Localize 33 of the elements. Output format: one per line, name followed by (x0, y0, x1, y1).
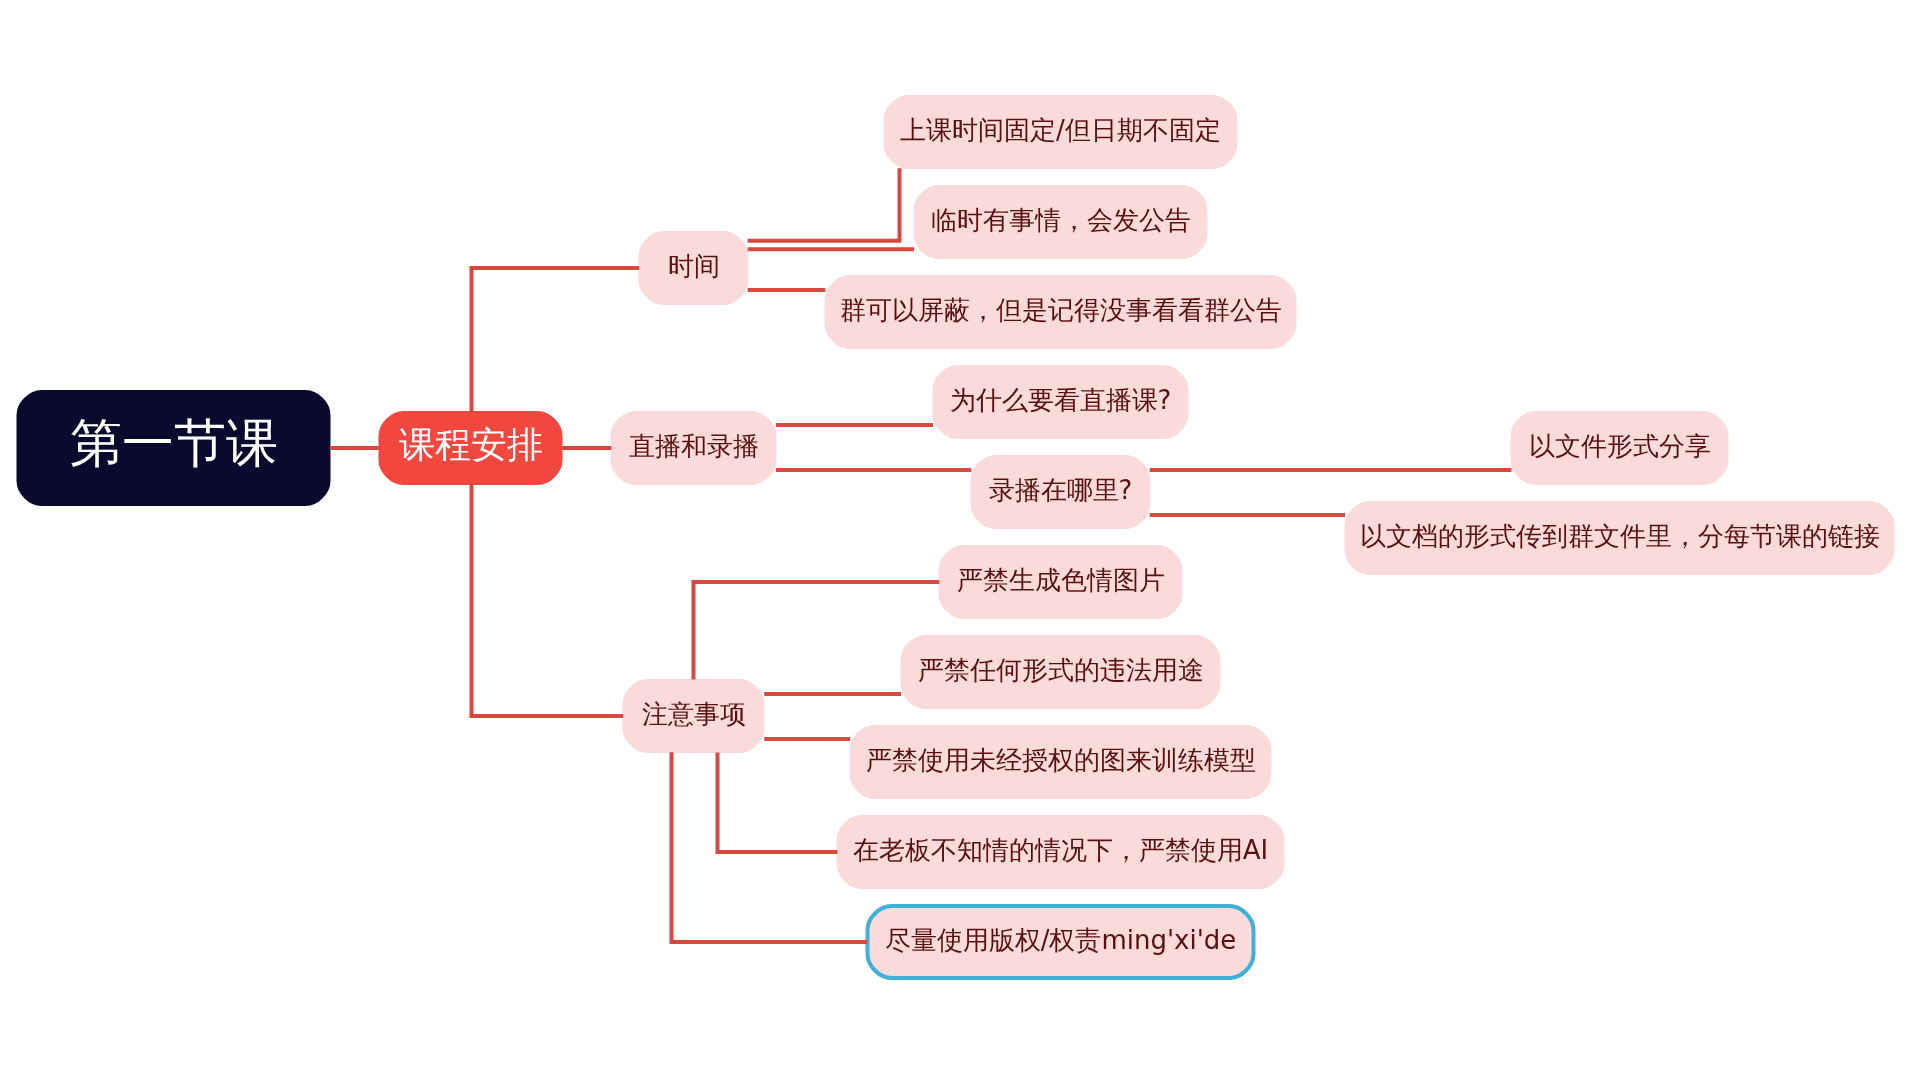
connector (747, 247, 914, 252)
connector (691, 580, 939, 680)
connector (469, 266, 639, 412)
connector (763, 692, 901, 696)
connector (775, 423, 933, 427)
node-box: 临时有事情，会发公告 (913, 185, 1207, 259)
node-box: 直播和录播 (610, 411, 776, 485)
node-box: 尽量使用版权/权责ming'xi'de (865, 904, 1255, 980)
connector (1149, 468, 1511, 472)
connector (669, 752, 867, 944)
connector (561, 446, 611, 450)
node-box: 时间 (638, 231, 748, 305)
node-box: 严禁使用未经授权的图来训练模型 (849, 725, 1271, 799)
node-box: 严禁生成色情图片 (938, 545, 1182, 619)
connector (1149, 513, 1345, 517)
connector (715, 752, 837, 854)
node-box: 严禁任何形式的违法用途 (900, 635, 1220, 709)
node-box: 为什么要看直播课? (932, 365, 1188, 439)
node-box: 上课时间固定/但日期不固定 (883, 95, 1237, 169)
node-box: 课程安排 (378, 411, 562, 485)
connector (747, 288, 825, 292)
node-box: 以文件形式分享 (1510, 411, 1728, 485)
connector (747, 168, 901, 243)
node-box: 以文档的形式传到群文件里，分每节课的链接 (1344, 501, 1894, 575)
node-box: 群可以屏蔽，但是记得没事看看群公告 (824, 275, 1296, 349)
node-box: 在老板不知情的情况下，严禁使用AI (836, 815, 1284, 889)
connector (775, 468, 971, 472)
connector (763, 737, 850, 741)
connector (469, 484, 623, 718)
node-box: 注意事项 (622, 679, 764, 753)
node-box: 录播在哪里? (970, 455, 1150, 529)
node-box: 第一节课 (16, 390, 330, 506)
connector (329, 446, 379, 450)
